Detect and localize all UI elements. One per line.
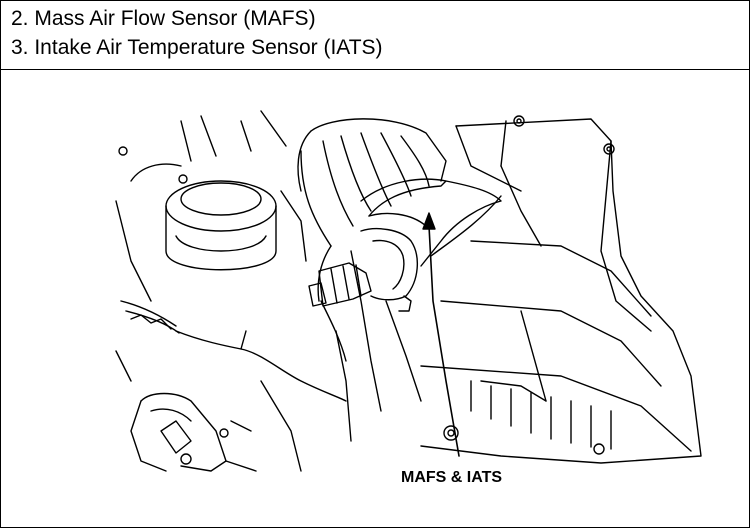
- callout-leader: [428, 225, 460, 457]
- reservoir-cap: [115, 110, 307, 302]
- air-cleaner-housing: [420, 115, 702, 464]
- legend-item-mafs: 2. Mass Air Flow Sensor (MAFS): [11, 7, 316, 30]
- legend-header: 2. Mass Air Flow Sensor (MAFS) 3. Intake…: [1, 1, 749, 70]
- engine-bay-illustration: MAFS & IATS: [115, 110, 702, 486]
- wiring-harness: [120, 300, 347, 402]
- intake-duct: [297, 118, 447, 442]
- throttle-body: [115, 350, 302, 472]
- legend-item-iats: 3. Intake Air Temperature Sensor (IATS): [11, 36, 383, 59]
- mafs-iats-sensor: [308, 178, 502, 312]
- callout-label: MAFS & IATS: [401, 469, 502, 486]
